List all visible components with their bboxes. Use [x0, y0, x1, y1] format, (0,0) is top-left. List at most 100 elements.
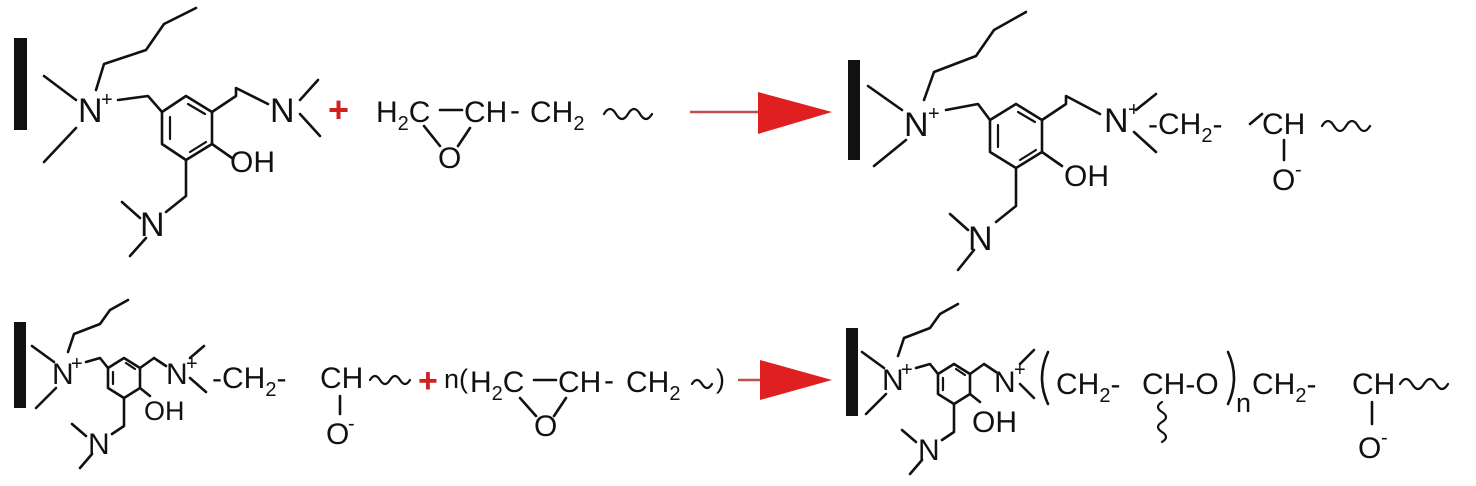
bond: [1018, 348, 1036, 366]
bond: [968, 362, 998, 376]
bond: [1040, 150, 1064, 168]
epoxide-bond: [456, 126, 472, 148]
epoxide-oxygen: O: [534, 410, 557, 443]
wavy-bond: [1320, 119, 1372, 133]
bond: [298, 78, 320, 102]
bond: [210, 142, 234, 160]
plus-sign: +: [418, 362, 438, 400]
bond: [84, 356, 110, 370]
reaction-arrow: [738, 360, 832, 400]
alkoxide-charge: -: [1295, 159, 1302, 181]
ch2: CH2: [530, 96, 584, 135]
ch2: CH2: [626, 366, 680, 405]
bond: [948, 212, 970, 232]
repeat-bracket-close: [1226, 350, 1236, 406]
aromatic-bond: [1016, 110, 1037, 124]
butyl-chain: [94, 6, 198, 92]
epoxide-oxygen: O: [438, 142, 461, 175]
ch: CH: [320, 362, 363, 395]
epoxide-bond: [552, 396, 568, 418]
amine-n: N: [88, 428, 110, 461]
wavy-bond: [368, 374, 412, 386]
epoxide-bond: [518, 396, 538, 418]
quaternary-n: N: [166, 358, 188, 391]
repeat-unit: CH2-: [1056, 368, 1120, 407]
wavy-bond: [602, 107, 654, 121]
repeat-ch-o: CH-O: [1142, 368, 1219, 401]
quaternary-n: N: [78, 92, 103, 130]
bond: [1248, 112, 1264, 126]
butyl-chain: [922, 10, 1028, 102]
quaternary-n: N: [882, 364, 904, 397]
bond: [298, 112, 322, 138]
wavy-bond: [1398, 377, 1450, 391]
dash: -: [604, 364, 614, 397]
bond: [138, 356, 168, 370]
amine-n: N: [270, 92, 295, 130]
product-chain: -CH2-: [212, 362, 286, 401]
quaternary-n: N: [52, 358, 74, 391]
bond: [164, 158, 188, 214]
aromatic-bond: [186, 102, 207, 116]
bond: [42, 126, 78, 164]
alkoxide-charge: -: [348, 413, 355, 435]
reaction-2-product: N + N + OH N CH2- CH-O n CH2- CH O -: [846, 302, 1450, 476]
alkoxide: O: [326, 418, 349, 451]
bond: [872, 138, 908, 168]
bond: [210, 86, 270, 114]
quaternary-n: N: [904, 106, 929, 144]
repeat-bracket-open: [1040, 350, 1050, 406]
n-charge: +: [1014, 359, 1026, 381]
amine-n: N: [140, 206, 165, 244]
bond: [110, 396, 126, 436]
ch: CH: [1352, 368, 1395, 401]
surface-bar: [846, 328, 858, 416]
reaction-arrow: [690, 92, 832, 134]
reaction-2-epoxide: H2C CH - CH2 O ): [470, 364, 725, 443]
quaternary-n: N: [1104, 102, 1129, 140]
bond: [944, 102, 992, 122]
hydroxyl: OH: [230, 146, 275, 179]
surface-bar: [14, 322, 26, 408]
bond: [188, 344, 206, 360]
n-charge: +: [101, 89, 113, 111]
bond: [908, 458, 924, 476]
quaternary-n: N: [994, 366, 1016, 399]
amine-n: N: [918, 434, 940, 467]
bond: [120, 200, 142, 220]
reaction-1-epoxide: H2C CH - CH2 O: [376, 94, 654, 175]
alkoxide: O: [1272, 164, 1295, 197]
bond: [188, 376, 208, 394]
hydroxyl: OH: [144, 396, 185, 426]
bond: [42, 74, 78, 102]
bond: [1018, 382, 1036, 400]
reaction-1-reactant-a: N + N OH N: [14, 6, 322, 258]
bond: [1134, 92, 1158, 112]
bond: [138, 386, 152, 398]
bond: [956, 248, 976, 272]
hydroxyl: OH: [972, 406, 1017, 439]
aromatic-bond: [1018, 148, 1038, 162]
n-charge: +: [901, 359, 913, 381]
bond: [866, 84, 904, 112]
n-charge: +: [186, 353, 198, 375]
bond: [128, 236, 148, 258]
bond: [116, 94, 164, 114]
bond: [1040, 94, 1102, 122]
bond: [914, 362, 940, 376]
reaction-1-product: N + N + -CH2- CH O - OH N: [848, 10, 1372, 272]
bond: [860, 350, 886, 370]
h2c: H2C: [376, 96, 430, 135]
plus-sign: +: [328, 89, 349, 130]
bond: [968, 392, 982, 404]
wavy-bond: [1156, 400, 1168, 444]
product-chain: -CH2-: [1148, 108, 1222, 147]
bond: [1132, 130, 1158, 154]
h2c: H2C: [470, 366, 524, 405]
ch: CH: [464, 96, 507, 129]
surface-bar: [14, 38, 27, 130]
butyl-chain: [66, 298, 130, 354]
bond: [864, 392, 888, 416]
butyl-chain: [896, 302, 960, 358]
